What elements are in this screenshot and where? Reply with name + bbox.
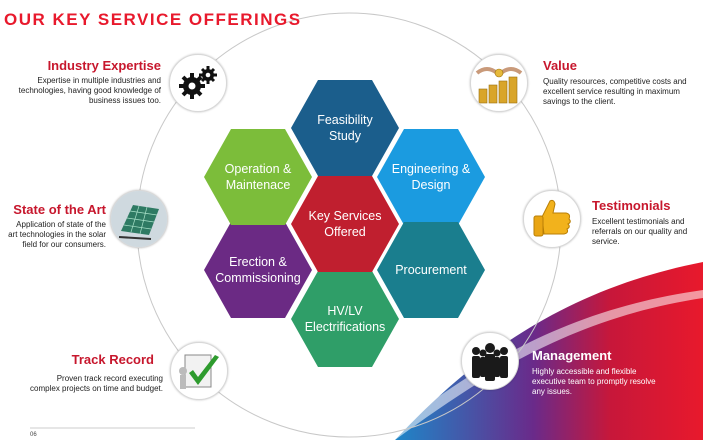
hex-label: Operation & Maintenace <box>224 161 292 192</box>
value-title: Value <box>543 58 577 73</box>
hex-label: Erection & Commissioning <box>215 254 301 285</box>
state-of-the-art-title: State of the Art <box>13 202 106 217</box>
hex-procurement: Procurement <box>377 222 485 318</box>
page-title: OUR KEY SERVICE OFFERINGS <box>4 10 302 29</box>
hex-erection-commissioning: Erection & Commissioning <box>204 222 312 318</box>
page-number: 06 <box>30 432 37 438</box>
track-record-desc: Proven track record executing complex pr… <box>30 374 163 393</box>
team-icon <box>461 332 519 390</box>
hex-hvlv-electrifications: HV/LV Electrifications <box>291 271 399 367</box>
testimonials-desc: Excellent testimonials and referrals on … <box>592 217 688 246</box>
hex-label: Procurement <box>395 262 467 277</box>
management-desc: Highly accessible and flexible executive… <box>532 367 656 396</box>
hex-label: Feasibility Study <box>317 112 373 143</box>
hex-label: Key Services Offered <box>308 208 382 239</box>
checkmark-icon <box>170 342 228 400</box>
management-title: Management <box>532 348 612 363</box>
track-record-title: Track Record <box>71 352 154 367</box>
hex-feasibility-study: Feasibility Study <box>291 80 399 176</box>
value-desc: Quality resources, competitive costs and… <box>543 77 687 106</box>
state-of-the-art-desc: Application of state of the art technolo… <box>8 220 106 249</box>
gears-icon <box>169 54 227 112</box>
wave-highlight <box>380 290 703 440</box>
industry-expertise-desc: Expertise in multiple industries and tec… <box>18 76 161 105</box>
hex-operation-maintenance: Operation & Maintenace <box>204 129 312 225</box>
hex-label: Engineering & Design <box>391 161 471 192</box>
testimonials-title: Testimonials <box>592 198 671 213</box>
industry-expertise-title: Industry Expertise <box>47 58 161 73</box>
hex-engineering-design: Engineering & Design <box>377 129 485 225</box>
coins-icon <box>470 54 528 112</box>
solar-panel-icon <box>110 190 168 248</box>
thumbs-up-icon <box>523 190 581 248</box>
hex-label: HV/LV Electrifications <box>304 303 386 334</box>
hex-key-services-offered: Key Services Offered <box>291 176 399 272</box>
